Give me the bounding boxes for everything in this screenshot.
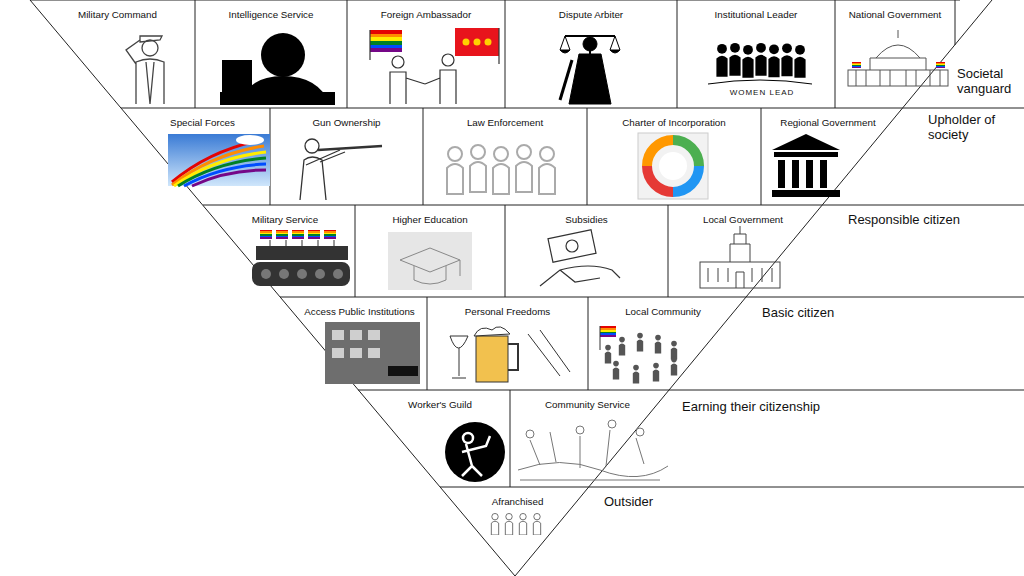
tier-name: Basic citizen — [762, 305, 962, 320]
tier-cell: Personal Freedoms — [427, 305, 588, 318]
cell-label: Worker's Guild — [370, 398, 510, 411]
tier-cell: Afranchised — [450, 495, 585, 508]
tier-name: Upholder of society — [928, 112, 1020, 142]
tier-cell: Subsidies — [505, 213, 668, 226]
cell-label: Gun Ownership — [270, 116, 423, 129]
tier-cell: Worker's Guild — [370, 398, 510, 411]
cell-label: Institutional Leader — [677, 8, 835, 21]
tier-name: Societal vanguard — [957, 66, 1021, 96]
cell-label: Law Enforcement — [423, 116, 587, 129]
tier-cell: Military Command — [40, 8, 195, 21]
tier-cell: Local Government — [668, 213, 818, 226]
cell-label: Access Public Institutions — [292, 305, 427, 318]
tier-name: Outsider — [604, 494, 804, 509]
cell-label: Local Community — [588, 305, 738, 318]
tier-cell: Higher Education — [355, 213, 505, 226]
tier-cell: Foreign Ambassador — [347, 8, 505, 21]
tier-cell: National Government — [835, 8, 955, 21]
cell-label: Higher Education — [355, 213, 505, 226]
logo-text: WOMEN LEAD — [712, 88, 812, 97]
tier-name: Responsible citizen — [848, 212, 1018, 227]
tier-cell: Law Enforcement — [423, 116, 587, 129]
tier-cell: Regional Government — [761, 116, 895, 129]
cell-label: Military Command — [40, 8, 195, 21]
cell-label: Local Government — [668, 213, 818, 226]
tier-cell: Special Forces — [135, 116, 270, 129]
cell-label: Subsidies — [505, 213, 668, 226]
tier-cell: Intelligence Service — [195, 8, 347, 21]
tier-cell: Local Community — [588, 305, 738, 318]
tier-cell: Access Public Institutions — [292, 305, 427, 318]
cell-label: Community Service — [510, 398, 665, 411]
tier-cell: Dispute Arbiter — [505, 8, 677, 21]
cell-label: Intelligence Service — [195, 8, 347, 21]
tier-cell: Community Service — [510, 398, 665, 411]
cell-label: Special Forces — [135, 116, 270, 129]
cell-label: Personal Freedoms — [427, 305, 588, 318]
cell-label: Charter of Incorporation — [587, 116, 761, 129]
tier-cell: Gun Ownership — [270, 116, 423, 129]
cell-label: Military Service — [215, 213, 355, 226]
cell-label: Dispute Arbiter — [505, 8, 677, 21]
tier-cell: Charter of Incorporation — [587, 116, 761, 129]
cell-label: Afranchised — [450, 495, 585, 508]
cell-label: Foreign Ambassador — [347, 8, 505, 21]
cell-label: National Government — [835, 8, 955, 21]
tier-name: Earning their citizenship — [682, 399, 942, 414]
tier-cell: Institutional Leader — [677, 8, 835, 21]
cell-label: Regional Government — [761, 116, 895, 129]
tier-cell: Military Service — [215, 213, 355, 226]
